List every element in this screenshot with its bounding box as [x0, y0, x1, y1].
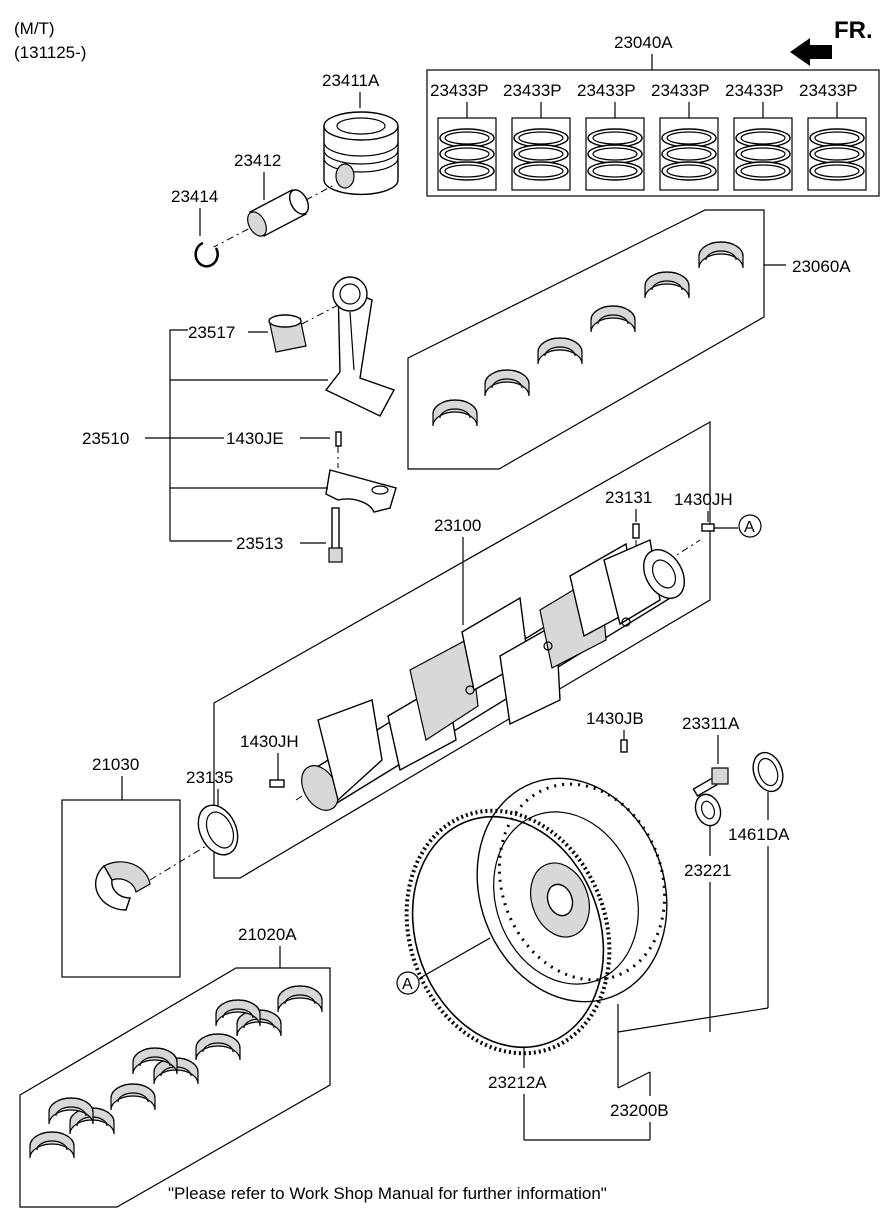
label-1461DA: 1461DA: [728, 825, 790, 844]
thrust-washer-box: [61, 799, 181, 978]
main-bearing-shells: [432, 241, 744, 427]
ring-set-label: 23433P: [725, 81, 784, 100]
label-23311A: 23311A: [682, 714, 740, 733]
ring-set-label: 23433P: [577, 81, 636, 100]
rod-cap: [325, 469, 397, 513]
ring-gear: [404, 808, 612, 1056]
ring-set-label: 23433P: [799, 81, 858, 100]
label-23517: 23517: [188, 323, 235, 342]
piston-ring-set-box: [426, 69, 880, 197]
label-1430JE: 1430JE: [226, 429, 284, 448]
ring-set-label: 23433P: [430, 81, 489, 100]
bearing-set-box-21020A: [19, 967, 331, 1208]
label-23200B: 23200B: [610, 1101, 669, 1120]
label-23040A: 23040A: [614, 33, 673, 52]
oil-seal: [197, 804, 239, 856]
label-1430JH-top: 1430JH: [674, 490, 733, 509]
pilot-pin-top: [701, 523, 715, 532]
thrust-washer: [94, 861, 151, 911]
label-1430JB: 1430JB: [586, 709, 644, 728]
spacer-ring: [752, 751, 784, 793]
label-23131: 23131: [605, 488, 652, 507]
pilot-pin-bottom: [269, 779, 285, 788]
label-23060A: 23060A: [792, 257, 851, 276]
label-23510: 23510: [82, 429, 129, 448]
snap-ring: [194, 241, 219, 268]
piston: [323, 111, 399, 196]
ref-circle-a-bottom: [396, 971, 420, 995]
rod-bushing: [268, 314, 307, 353]
ring-set-label: 23433P: [503, 81, 562, 100]
ref-circle-a-top: [738, 514, 762, 538]
piston-ring-sets: [437, 102, 867, 191]
ref-a-bottom: A: [402, 976, 413, 993]
label-23212A: 23212A: [488, 1073, 547, 1092]
date-range-label: (131125-): [14, 43, 86, 62]
label-21020A: 21020A: [238, 925, 297, 944]
connecting-rod: [324, 276, 396, 417]
ref-a-top: A: [744, 519, 755, 536]
ring-set-label: 23433P: [651, 81, 710, 100]
label-23513: 23513: [236, 534, 283, 553]
label-1430JH-bottom: 1430JH: [240, 732, 299, 751]
crankshaft: [295, 539, 701, 811]
lower-bearing-shells: [29, 985, 323, 1159]
model-label: (M/T): [14, 19, 55, 38]
label-23100: 23100: [434, 516, 481, 535]
label-23135: 23135: [186, 768, 233, 787]
crank-pin: [632, 523, 640, 539]
front-direction-label: FR.: [834, 17, 873, 44]
label-21030: 21030: [92, 755, 139, 774]
dowel-pin: [335, 431, 342, 447]
label-23411A: 23411A: [322, 71, 380, 90]
label-23221: 23221: [684, 861, 731, 880]
piston-pin: [247, 189, 310, 237]
front-arrow-icon: [790, 38, 832, 66]
flywheel-assembly: [476, 777, 668, 1003]
pilot-bearing: [694, 793, 722, 827]
flywheel-dowel: [620, 739, 628, 753]
bearing-set-box-23060A: [407, 209, 765, 470]
ring-set-labels: 23433P 23433P 23433P 23433P 23433P 23433…: [430, 81, 858, 100]
rod-bolt: [328, 507, 343, 563]
label-23412: 23412: [234, 151, 281, 170]
footer-note: "Please refer to Work Shop Manual for fu…: [168, 1184, 607, 1203]
label-23414: 23414: [171, 187, 218, 206]
flywheel-bolt: [692, 767, 729, 797]
